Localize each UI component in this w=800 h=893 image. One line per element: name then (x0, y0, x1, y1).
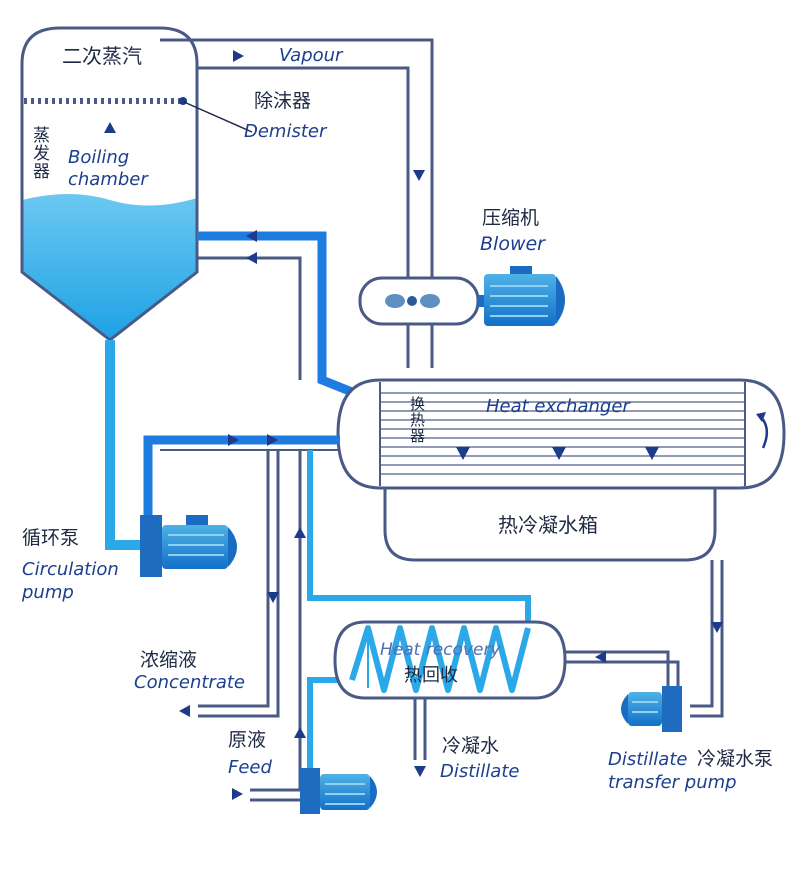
concentrate-en-label: Concentrate (134, 672, 245, 693)
boiling-chamber-label-1: Boiling (68, 147, 130, 168)
circulation-pump-en-label-1: Circulation (22, 559, 119, 580)
vapour-arrow-right (233, 50, 244, 62)
chamber-liquid (22, 194, 197, 340)
concentrate-arrow-down (267, 592, 279, 603)
distillate-pump-en-label-2: transfer pump (608, 772, 737, 793)
circ-arrow-right (228, 434, 239, 446)
concentrate-cn-label: 浓缩液 (140, 649, 198, 671)
chamber-return-pipes (197, 230, 354, 397)
feed-pump (300, 768, 377, 814)
distillate-transfer-line (565, 560, 724, 718)
demister-cn-label: 除沫器 (254, 90, 312, 112)
concentrate-line (179, 450, 280, 718)
return-arrow-left (246, 230, 257, 242)
evaporator-vertical-label: 蒸发器 (29, 126, 49, 180)
circulation-pump (140, 515, 237, 577)
demister-pointer-dot (179, 97, 187, 105)
blower-fan-blade (420, 294, 440, 308)
heat-recovery-en-label: Heat recovery (380, 640, 501, 660)
condense-arrow-down (456, 447, 470, 460)
distillate-pump-cn-label: 冷凝水泵 (697, 748, 774, 770)
circ-arrow-right (267, 434, 278, 446)
heat-exchanger-label: Heat exchanger (486, 396, 630, 417)
heat-exchanger-shell (336, 378, 786, 490)
heat-exchanger (336, 378, 786, 562)
distillate-arrow-down (414, 766, 426, 777)
feed-en-label: Feed (228, 757, 272, 778)
vapour-label: Vapour (279, 45, 343, 66)
concentrate-arrow-left (179, 705, 190, 717)
transfer-arrow-left (595, 651, 606, 663)
hot-condensate-tank-label: 热冷凝水箱 (498, 513, 598, 537)
chamber-outlet-pipe (105, 340, 145, 550)
secondary-vapour-label: 二次蒸汽 (62, 44, 142, 68)
feed-arrow-right (232, 788, 243, 800)
return-arrow-left (246, 252, 257, 264)
demister-en-label: Demister (244, 121, 327, 142)
heat-exchanger-vertical-label: 换热器 (408, 396, 426, 444)
heat-exchanger-tubes (380, 392, 745, 475)
transfer-arrow-down (711, 622, 723, 633)
heat-recovery-cn-label: 热回收 (404, 665, 458, 686)
feed-arrow-up (294, 727, 306, 738)
circ-pump-motor (162, 525, 228, 569)
blower-hub (407, 296, 417, 306)
blower-shaft (478, 295, 486, 307)
distillate-line (413, 698, 427, 777)
blower (358, 266, 565, 326)
blower-cn-label: 压缩机 (482, 207, 540, 229)
feed-hot-pipe (307, 450, 531, 624)
condense-arrow-down (552, 447, 566, 460)
circulation-pump-cn-label: 循环泵 (22, 527, 80, 549)
circ-pump-body (140, 515, 162, 577)
blower-motor (484, 274, 556, 326)
condense-arrow-down (645, 447, 659, 460)
blower-fan-blade (385, 294, 405, 308)
distillate-cn-label: 冷凝水 (442, 735, 500, 757)
boiling-up-arrow (104, 122, 116, 133)
feed-cn-label: 原液 (228, 729, 267, 751)
distillate-pump (621, 686, 682, 732)
blower-en-label: Blower (480, 233, 545, 255)
hot-condensate-tank (383, 480, 717, 562)
chamber-outline (20, 26, 199, 342)
blower-casing (358, 276, 480, 326)
boiling-chamber (20, 26, 253, 550)
boiling-chamber-label-2: chamber (68, 169, 148, 190)
blower-motor-cap (556, 276, 565, 324)
feed-line (232, 450, 531, 802)
circulation-pump-en-label-2: pump (22, 582, 74, 603)
heat-recovery-coil (349, 625, 531, 693)
heat-recovery (333, 620, 567, 700)
distillate-pump-en-label-1: Distillate (608, 749, 688, 770)
vapour-line (160, 38, 434, 368)
vapour-arrow-down (413, 170, 425, 181)
distillate-en-label: Distillate (440, 761, 520, 782)
feed-arrow-up (294, 527, 306, 538)
demister-pointer (183, 101, 253, 133)
